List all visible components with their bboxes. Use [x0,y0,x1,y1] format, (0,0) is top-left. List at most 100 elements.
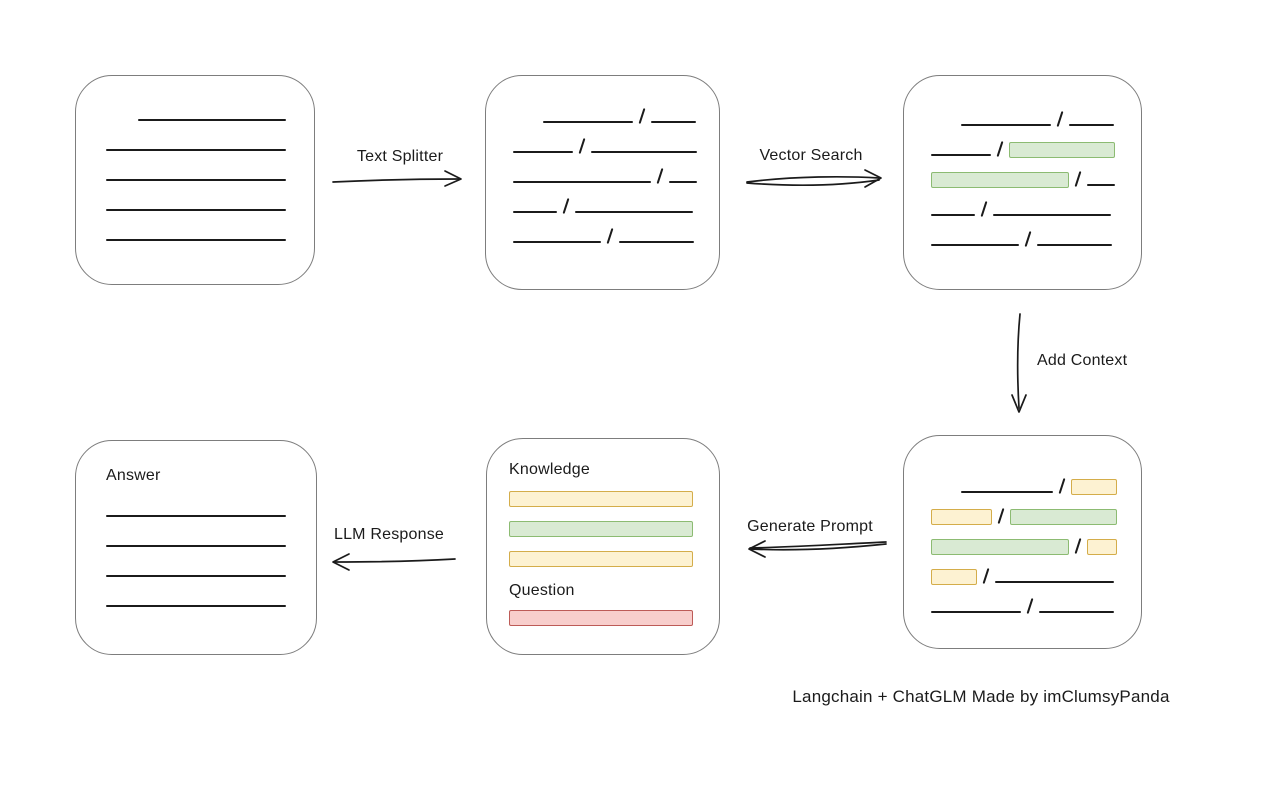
text-line [575,211,693,213]
text-row [106,181,314,211]
text-line [138,119,286,121]
text-line [931,154,991,156]
text-line [106,149,286,151]
text-row [106,151,314,181]
text-row [931,126,1141,158]
document-box [75,75,315,285]
text-line [1037,244,1112,246]
text-line [513,241,601,243]
answer-lines [106,487,316,607]
text-row [106,487,316,517]
context-chunks-box [903,435,1142,649]
yellow-highlight-rect [931,509,992,525]
text-row [513,93,719,124]
text-line [1087,184,1115,186]
yellow-bar [509,551,693,567]
green-highlight-rect [931,172,1069,188]
split-chunks-box [485,75,720,290]
add-context-arrow [1011,313,1027,413]
add-context-label: Add Context [1037,352,1128,369]
answer-box: Answer [75,440,317,655]
text-row [931,493,1141,525]
green-highlight-rect [1009,142,1115,158]
llm-response-arrow [332,553,456,571]
vector-search-arrow [746,169,882,188]
slash-separator [1058,478,1066,494]
yellow-highlight-rect [1071,479,1117,495]
text-line [106,515,286,517]
text-row [106,577,316,607]
text-line [543,121,633,123]
text-row [931,463,1141,495]
text-line [106,209,286,211]
knowledge-bars [509,491,719,567]
red-bar [509,610,693,626]
split-chunks-lines [513,93,719,244]
text-row [931,156,1141,188]
text-row [513,213,719,244]
slash-separator [1024,231,1032,247]
slash-separator [997,508,1005,524]
credit-caption: Langchain + ChatGLM Made by imClumsyPand… [792,687,1170,706]
text-row [106,121,314,151]
text-line [993,214,1111,216]
text-splitter-arrow [332,170,462,187]
slash-separator [1074,171,1082,187]
text-row [931,216,1141,247]
slash-separator [1026,598,1034,614]
indent-gap [513,122,543,123]
text-row [931,523,1141,555]
text-line [513,211,557,213]
matched-chunks-box [903,75,1142,290]
yellow-bar [509,491,693,507]
text-row [931,186,1141,217]
matched-chunks-lines [931,96,1141,247]
text-line [513,151,573,153]
text-line [995,581,1114,583]
text-line [931,611,1021,613]
slash-separator [1074,538,1082,554]
text-row [513,153,719,184]
context-chunks-lines [931,463,1141,614]
indent-gap [106,120,138,121]
slash-separator [562,198,570,214]
slash-separator [656,168,664,184]
text-row [106,547,316,577]
text-row [931,583,1141,614]
slash-separator [638,108,646,124]
text-line [669,181,697,183]
text-line [961,491,1053,493]
text-line [106,575,286,577]
green-highlight-rect [1010,509,1117,525]
yellow-highlight-rect [931,569,977,585]
slash-separator [996,141,1004,157]
yellow-highlight-rect [1087,539,1117,555]
text-row [513,123,719,154]
text-row [106,517,316,547]
green-highlight-rect [931,539,1069,555]
slash-separator [1056,111,1064,127]
indent-gap [931,492,961,493]
text-row [931,553,1141,585]
answer-label: Answer [106,467,161,484]
generate-prompt-label: Generate Prompt [747,518,873,535]
text-line [106,239,286,241]
text-row [106,211,314,241]
text-row [106,91,314,121]
text-line [1069,124,1114,126]
text-row [931,96,1141,127]
text-line [619,241,694,243]
knowledge-label: Knowledge [509,461,590,478]
question-label: Question [509,582,575,599]
prompt-box: Knowledge Question [486,438,720,655]
text-line [931,214,975,216]
text-line [106,605,286,607]
document-lines [106,91,314,241]
text-line [591,151,697,153]
text-row [513,183,719,214]
slash-separator [578,138,586,154]
text-line [106,179,286,181]
slash-separator [606,228,614,244]
vector-search-label: Vector Search [759,147,863,164]
